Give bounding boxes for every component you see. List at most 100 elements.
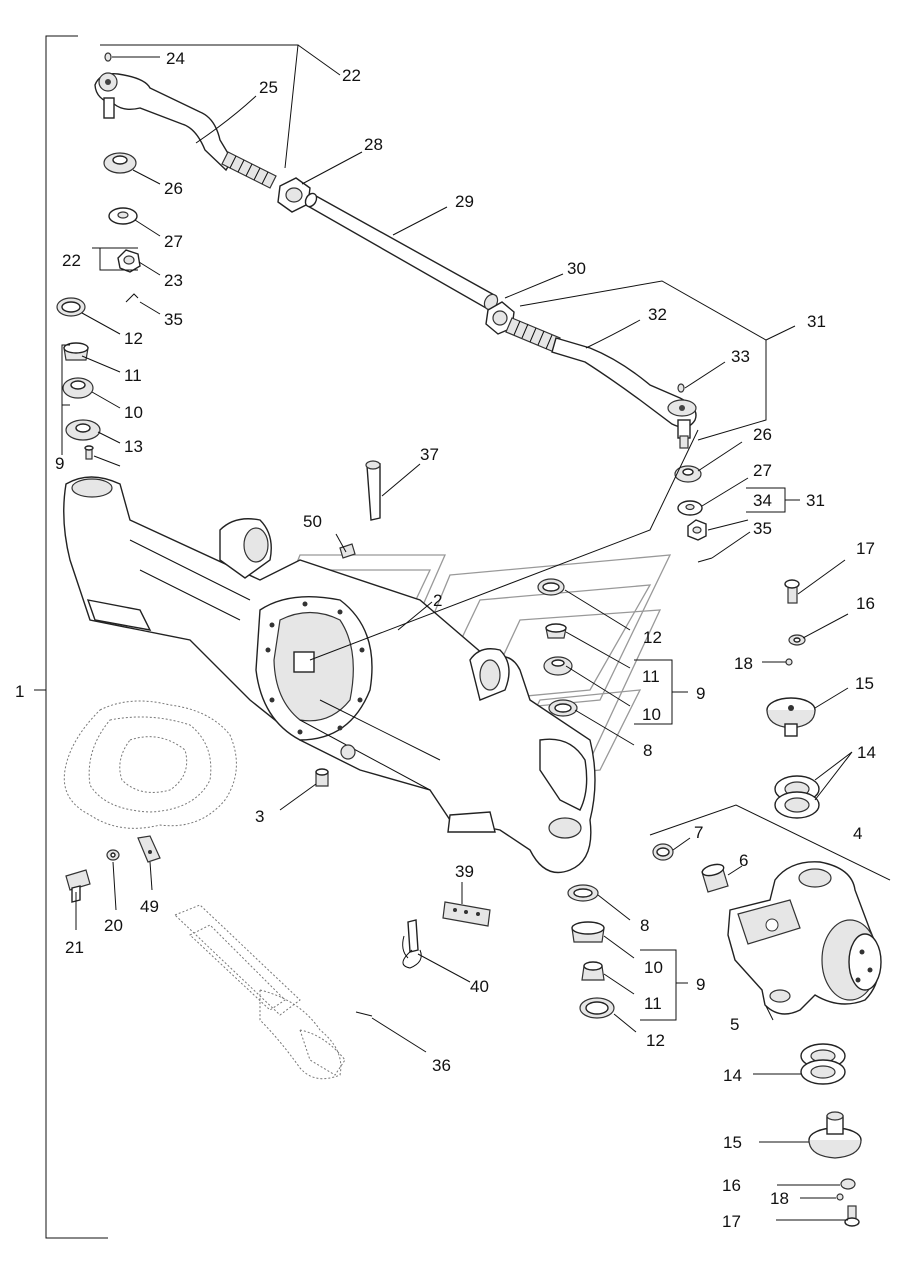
grease-nipple-33 <box>677 383 685 393</box>
callout-17: 17 <box>856 539 875 558</box>
grease-nipple-24 <box>104 52 112 62</box>
washer-26-left <box>103 152 137 174</box>
callout-11: 11 <box>124 366 142 385</box>
callout-30: 30 <box>567 259 586 278</box>
callout-numbers: 1 2 3 4 5 6 7 8 8 9 9 9 10 10 10 11 11 1… <box>15 49 876 1231</box>
callout-10: 10 <box>642 705 661 724</box>
washer-20 <box>106 849 120 861</box>
callout-22: 22 <box>342 66 361 85</box>
callout-7: 7 <box>694 823 703 842</box>
callout-9: 9 <box>55 454 64 473</box>
axle-housing <box>63 476 596 874</box>
callout-12: 12 <box>646 1031 665 1050</box>
callout-33: 33 <box>731 347 750 366</box>
callout-3: 3 <box>255 807 264 826</box>
king-pin-cap-15-lower <box>808 1111 862 1159</box>
bolt-17-lower <box>844 1205 860 1227</box>
nut-28 <box>277 177 311 213</box>
callout-15: 15 <box>723 1133 742 1152</box>
callout-12: 12 <box>643 628 662 647</box>
bushing-6 <box>701 863 729 893</box>
callout-12: 12 <box>124 329 143 348</box>
callout-10: 10 <box>644 958 663 977</box>
callout-36: 36 <box>432 1056 451 1075</box>
callout-15: 15 <box>855 674 874 693</box>
callout-32: 32 <box>648 305 667 324</box>
callout-31: 31 <box>806 491 825 510</box>
callout-27: 27 <box>164 232 183 251</box>
grease-nipple-18-upper <box>785 658 793 666</box>
drain-plug-3 <box>315 768 329 787</box>
bushing-11-left <box>63 342 89 361</box>
drive-shaft-ghost <box>174 904 346 1080</box>
bolt-small-left <box>84 445 94 460</box>
bolt-17-upper <box>784 579 800 604</box>
cover-plate-13 <box>65 419 101 441</box>
bushing-11-lower <box>581 961 605 981</box>
bolt-21 <box>65 869 91 903</box>
callout-14: 14 <box>723 1066 742 1085</box>
knuckle-bracket-4 <box>649 804 891 881</box>
callout-18: 18 <box>770 1189 789 1208</box>
plate-39 <box>442 901 491 927</box>
callout-2: 2 <box>433 591 442 610</box>
callout-34: 34 <box>753 491 772 510</box>
callout-22: 22 <box>62 251 81 270</box>
tie-rod-end-right <box>505 317 697 449</box>
leader-lines <box>61 44 853 1221</box>
callout-29: 29 <box>455 192 474 211</box>
callout-31: 31 <box>807 312 826 331</box>
callout-50: 50 <box>303 512 322 531</box>
callout-37: 37 <box>420 445 439 464</box>
callout-25: 25 <box>259 78 278 97</box>
grease-nipple-18-lower <box>836 1193 844 1201</box>
seal-7 <box>652 843 674 861</box>
callout-16: 16 <box>856 594 875 613</box>
differential-ghost <box>63 700 237 829</box>
callout-8: 8 <box>640 916 649 935</box>
cotter-pin-35-left <box>125 293 139 303</box>
callout-5: 5 <box>730 1015 739 1034</box>
callout-11: 11 <box>642 667 660 686</box>
callout-23: 23 <box>164 271 183 290</box>
callout-17: 17 <box>722 1212 741 1231</box>
steering-knuckle <box>727 861 882 1015</box>
callout-6: 6 <box>739 851 748 870</box>
washer-8-lower <box>567 884 599 902</box>
callout-9: 9 <box>696 684 705 703</box>
callout-21: 21 <box>65 938 84 957</box>
seal-ring-12-lower <box>579 997 615 1019</box>
shim-14-lower <box>800 1043 846 1085</box>
callout-28: 28 <box>364 135 383 154</box>
seal-ring-12-left <box>56 297 86 317</box>
callout-8: 8 <box>643 741 652 760</box>
nut-30 <box>485 301 515 335</box>
callout-39: 39 <box>455 862 474 881</box>
callout-16: 16 <box>722 1176 741 1195</box>
washer-16-lower <box>840 1178 856 1190</box>
callout-13: 13 <box>124 437 143 456</box>
callout-24: 24 <box>166 49 185 68</box>
bushing-11-mid <box>545 623 567 639</box>
callout-35: 35 <box>164 310 183 329</box>
sensor-40 <box>402 919 422 969</box>
castle-nut-23 <box>117 249 141 273</box>
washer-26-right <box>674 465 702 483</box>
king-pin-cap-15-upper <box>766 697 816 737</box>
callout-20: 20 <box>104 916 123 935</box>
tie-rod-end-left <box>94 72 277 189</box>
washer-27-left <box>108 207 138 225</box>
bearing-cup-10-mid <box>543 656 573 676</box>
seal-ring-12-mid <box>537 578 565 596</box>
castle-nut-34 <box>687 519 707 541</box>
bearing-cup-10-left <box>62 377 94 399</box>
callout-49: 49 <box>140 897 159 916</box>
washer-8-mid <box>548 699 578 717</box>
bracket-49 <box>137 835 161 863</box>
callout-35: 35 <box>753 519 772 538</box>
callout-18: 18 <box>734 654 753 673</box>
washer-27-right <box>677 500 703 516</box>
callout-4: 4 <box>853 824 862 843</box>
callout-10: 10 <box>124 403 143 422</box>
